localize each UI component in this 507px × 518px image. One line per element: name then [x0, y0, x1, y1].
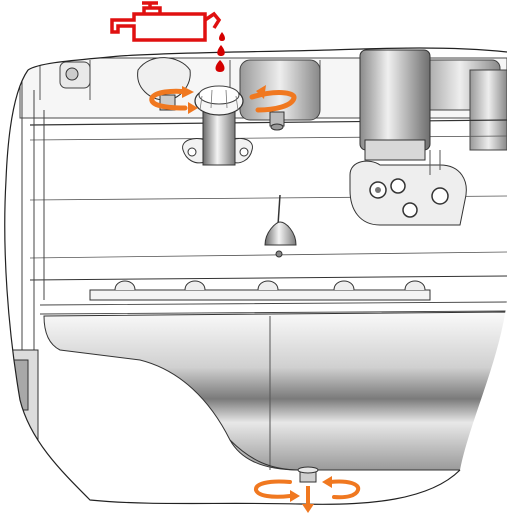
- sump-flange: [39, 280, 507, 315]
- dipstick-tube: [264, 194, 297, 258]
- drain-arrowheads: [290, 476, 332, 502]
- down-arrow-icon: [302, 486, 314, 513]
- rotate-arrowheads: [182, 85, 266, 114]
- oil-drop-icon: [215, 32, 225, 72]
- drain-plug: [297, 466, 319, 483]
- engine-block: [4, 48, 507, 505]
- engine-outline: [4, 47, 507, 505]
- oil-filter: [349, 49, 467, 226]
- filler-bolt: [269, 111, 285, 131]
- oil-filler: [182, 85, 253, 166]
- rotate-arrow-icon: [149, 88, 297, 113]
- drain-rotate-arrow-icon: [254, 479, 361, 500]
- oil-can-icon: [110, 1, 222, 42]
- oil-sump: [43, 311, 507, 471]
